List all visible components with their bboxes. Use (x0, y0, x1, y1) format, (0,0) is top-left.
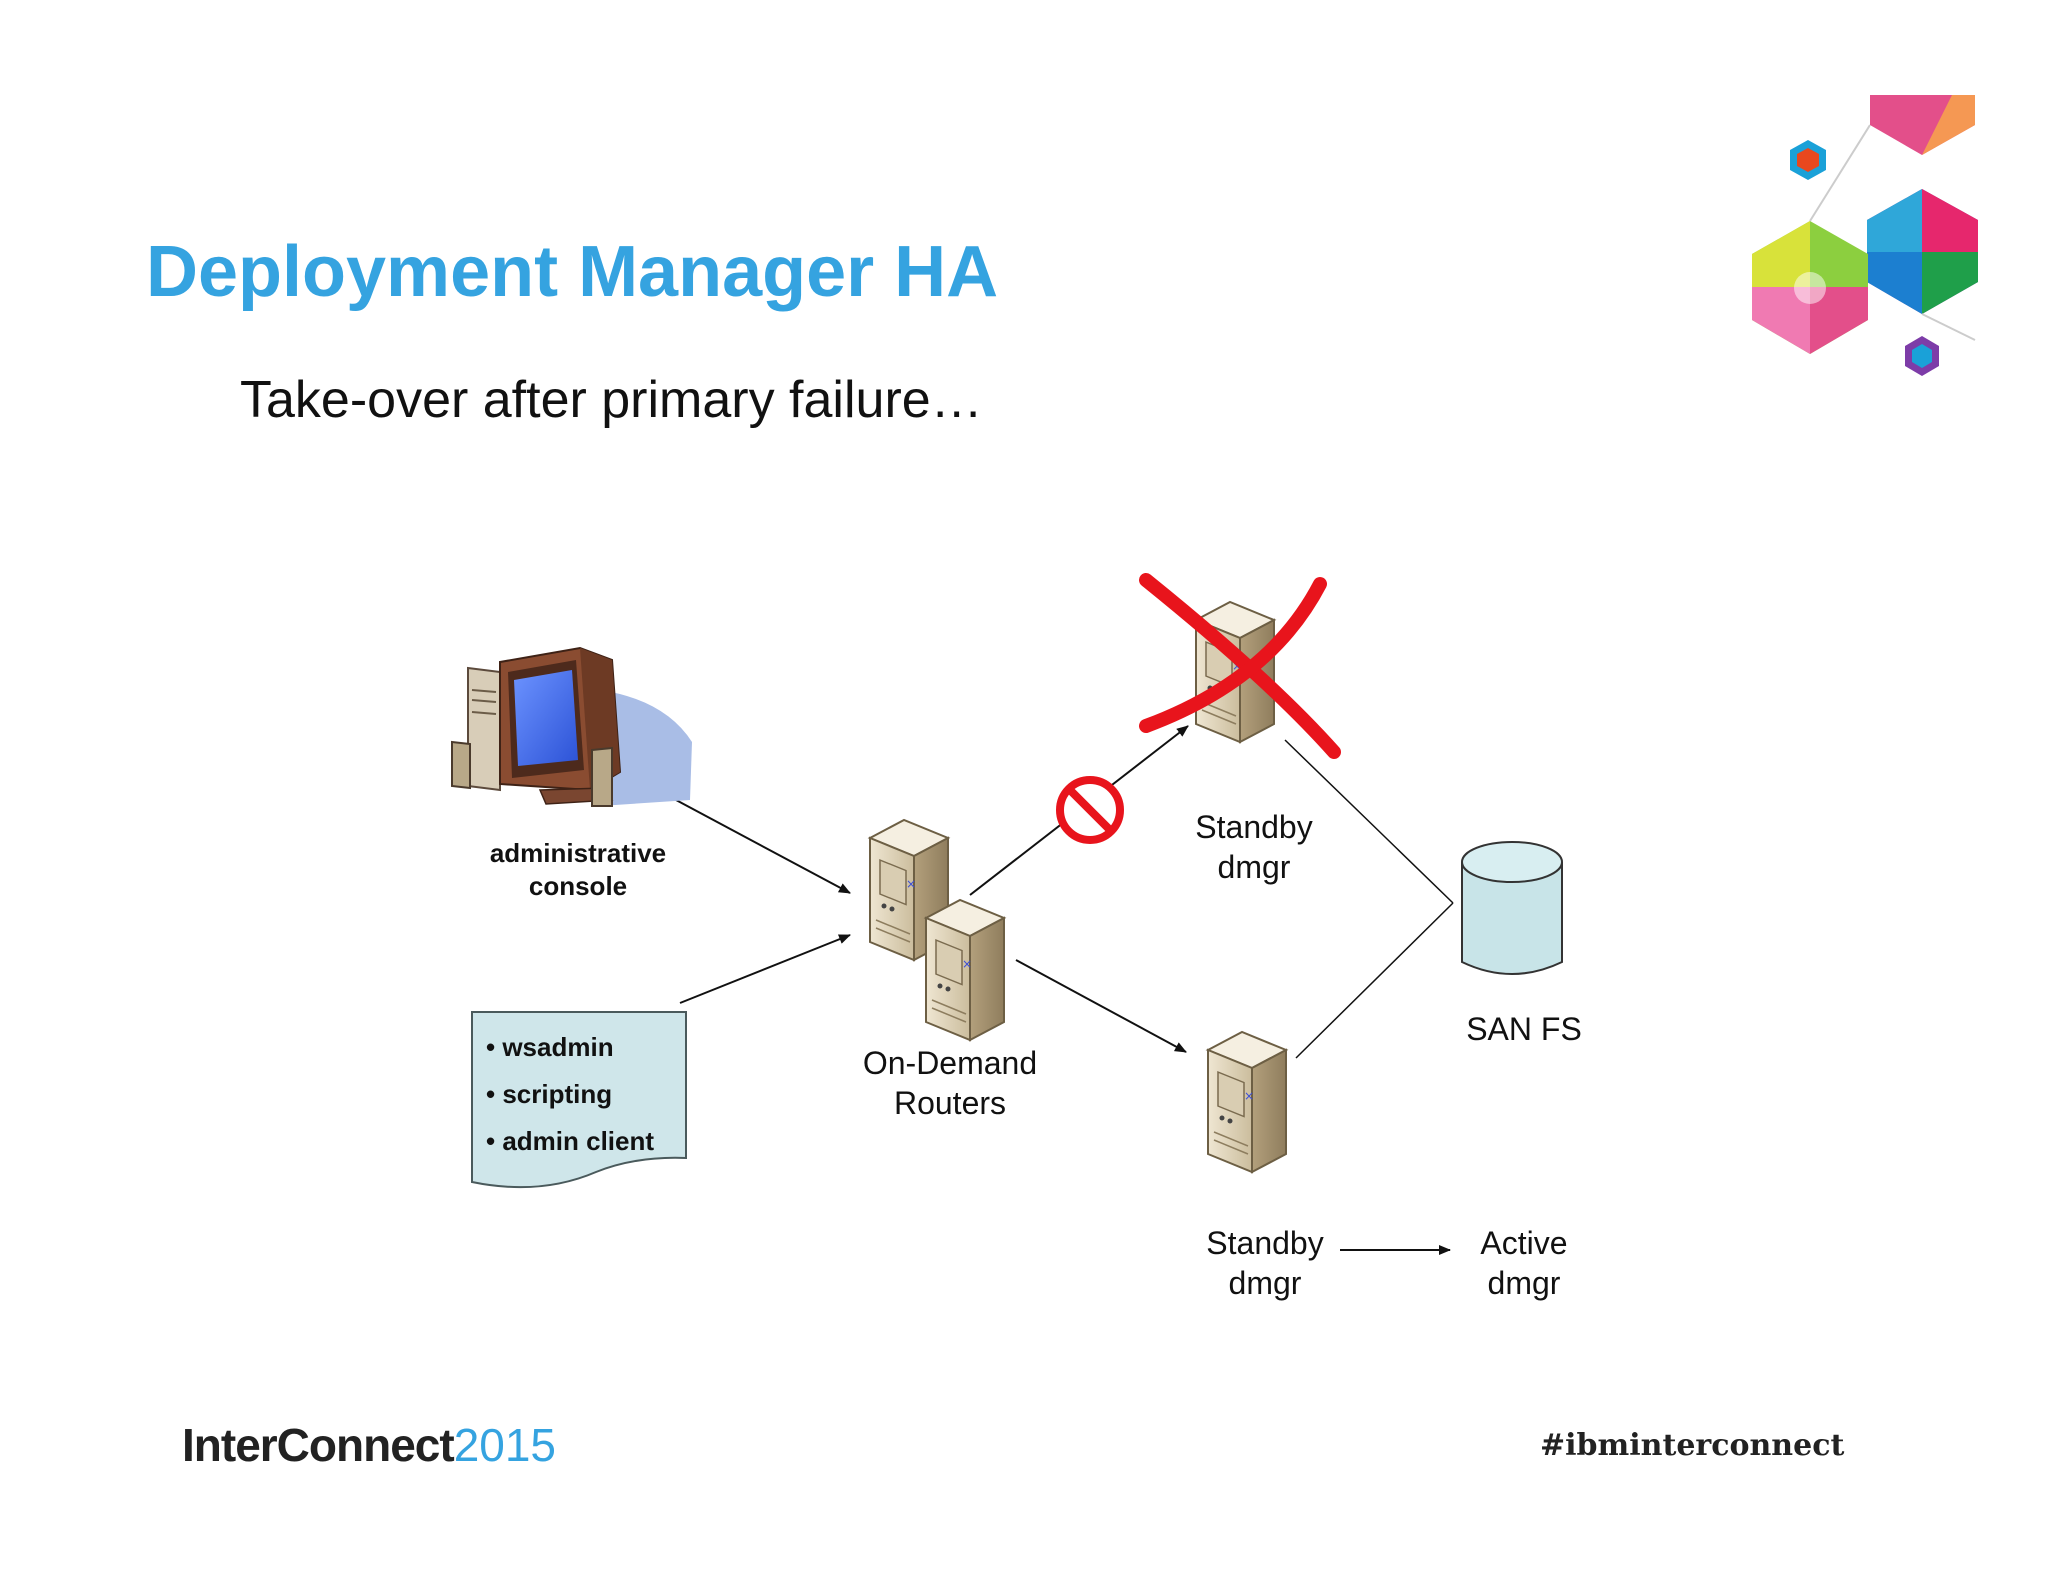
standby-dmgr-to-san-line (1295, 902, 1454, 1059)
console-label-line1: administrative (490, 838, 666, 868)
footer-brand-year: 2015 (453, 1419, 557, 1471)
routers-label-line1: On-Demand (863, 1045, 1037, 1081)
failed-dmgr-label-line1: Standby (1195, 809, 1312, 845)
footer-hashtag: #ibminterconnect (1540, 1428, 1845, 1463)
database-cylinder-icon (1461, 841, 1563, 975)
tools-item-scripting: • scripting (486, 1079, 612, 1109)
failed-dmgr-label-line2: dmgr (1218, 849, 1291, 885)
failed-dmgr-to-san-line (1284, 739, 1454, 904)
slide-title: Deployment Manager HA (146, 232, 999, 312)
tools-item-admin-client: • admin client (486, 1126, 654, 1156)
connectors (647, 725, 1454, 1255)
computer-monitor-icon (451, 646, 692, 807)
console-label-line2: console (529, 871, 627, 901)
no-entry-icon (1056, 776, 1124, 844)
tools-item-wsadmin: • wsadmin (486, 1032, 614, 1062)
standby-dmgr-label-line1: Standby (1206, 1225, 1323, 1261)
routers-label-line2: Routers (894, 1085, 1006, 1121)
router-to-standby-dmgr-arrow (1015, 959, 1187, 1053)
standby-dmgr-server-icon (1207, 1031, 1287, 1173)
document-icon (471, 1011, 687, 1189)
san-fs-label: SAN FS (1466, 1011, 1582, 1047)
standby-dmgr-label-line2: dmgr (1229, 1265, 1302, 1301)
hexagon-cluster-logo (1752, 95, 1978, 376)
red-x-icon (1139, 573, 1341, 759)
tools-to-router-arrow (679, 934, 851, 1004)
router-server-front-icon (925, 899, 1005, 1041)
active-dmgr-label-line2: dmgr (1488, 1265, 1561, 1301)
active-dmgr-label-line1: Active (1480, 1225, 1567, 1261)
footer-brand: InterConnect2015 (182, 1418, 556, 1472)
slide-subtitle: Take-over after primary failure… (240, 371, 983, 429)
console-to-router-arrow (647, 784, 851, 894)
footer-brand-name: InterConnect (182, 1419, 455, 1471)
